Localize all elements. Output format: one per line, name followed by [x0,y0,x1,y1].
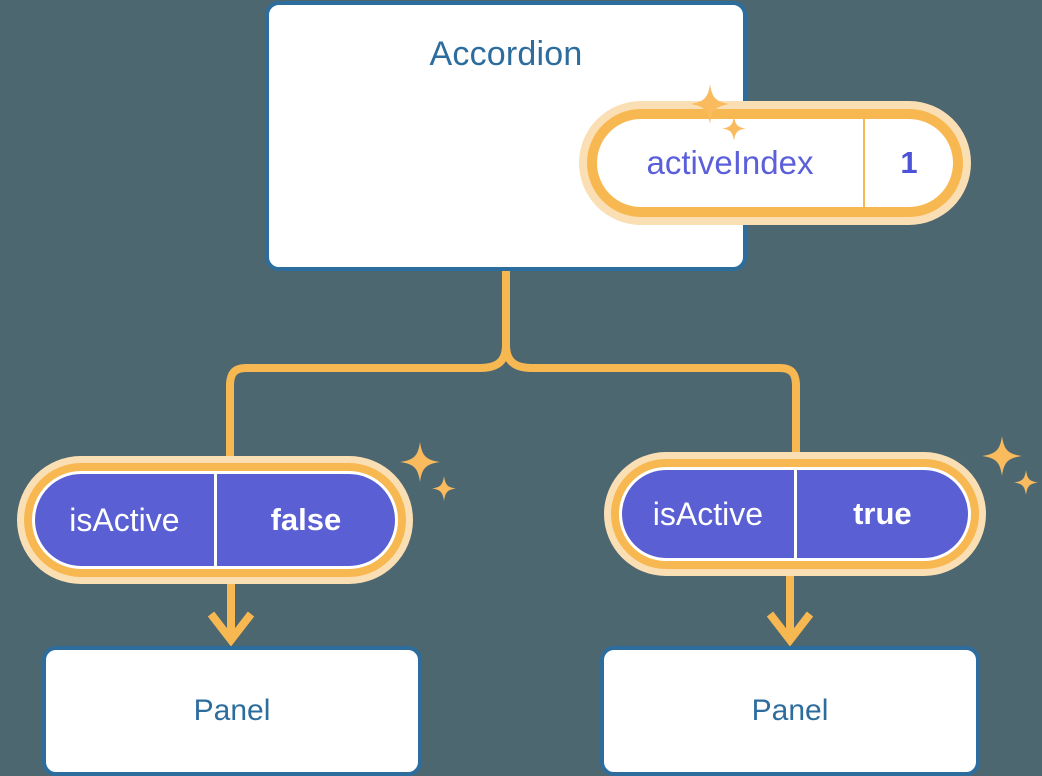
prop-badge-is-active-true[interactable]: isActive true [604,452,986,576]
prop-badge-is-active-false[interactable]: isActive false [17,456,413,584]
panel-card-left[interactable]: Panel [42,646,422,776]
prop-key-label: isActive [35,474,217,566]
sparkle-icon-right [982,436,1038,495]
arrow-down-icon-left-head [207,611,255,647]
prop-value-label: true [853,496,912,531]
connector-branch-left [226,341,510,466]
state-key-label: activeIndex [597,119,865,207]
accordion-component-card[interactable]: Accordion activeIndex 1 [265,1,971,271]
state-badge-active-index[interactable]: activeIndex 1 [579,101,971,225]
arrow-down-icon-right-head [766,611,814,647]
panel-label: Panel [193,694,271,727]
connector-branch-right [502,341,800,462]
prop-value-label: false [270,502,342,537]
state-value-label: 1 [900,145,918,180]
pill-body: activeIndex 1 [597,119,953,207]
panel-label: Panel [751,694,829,727]
panel-card-right[interactable]: Panel [600,646,980,776]
pill-body: isActive false [32,471,398,569]
prop-key-label: isActive [622,470,797,558]
pill-body: isActive true [619,467,971,561]
page-title: Accordion [429,35,583,73]
